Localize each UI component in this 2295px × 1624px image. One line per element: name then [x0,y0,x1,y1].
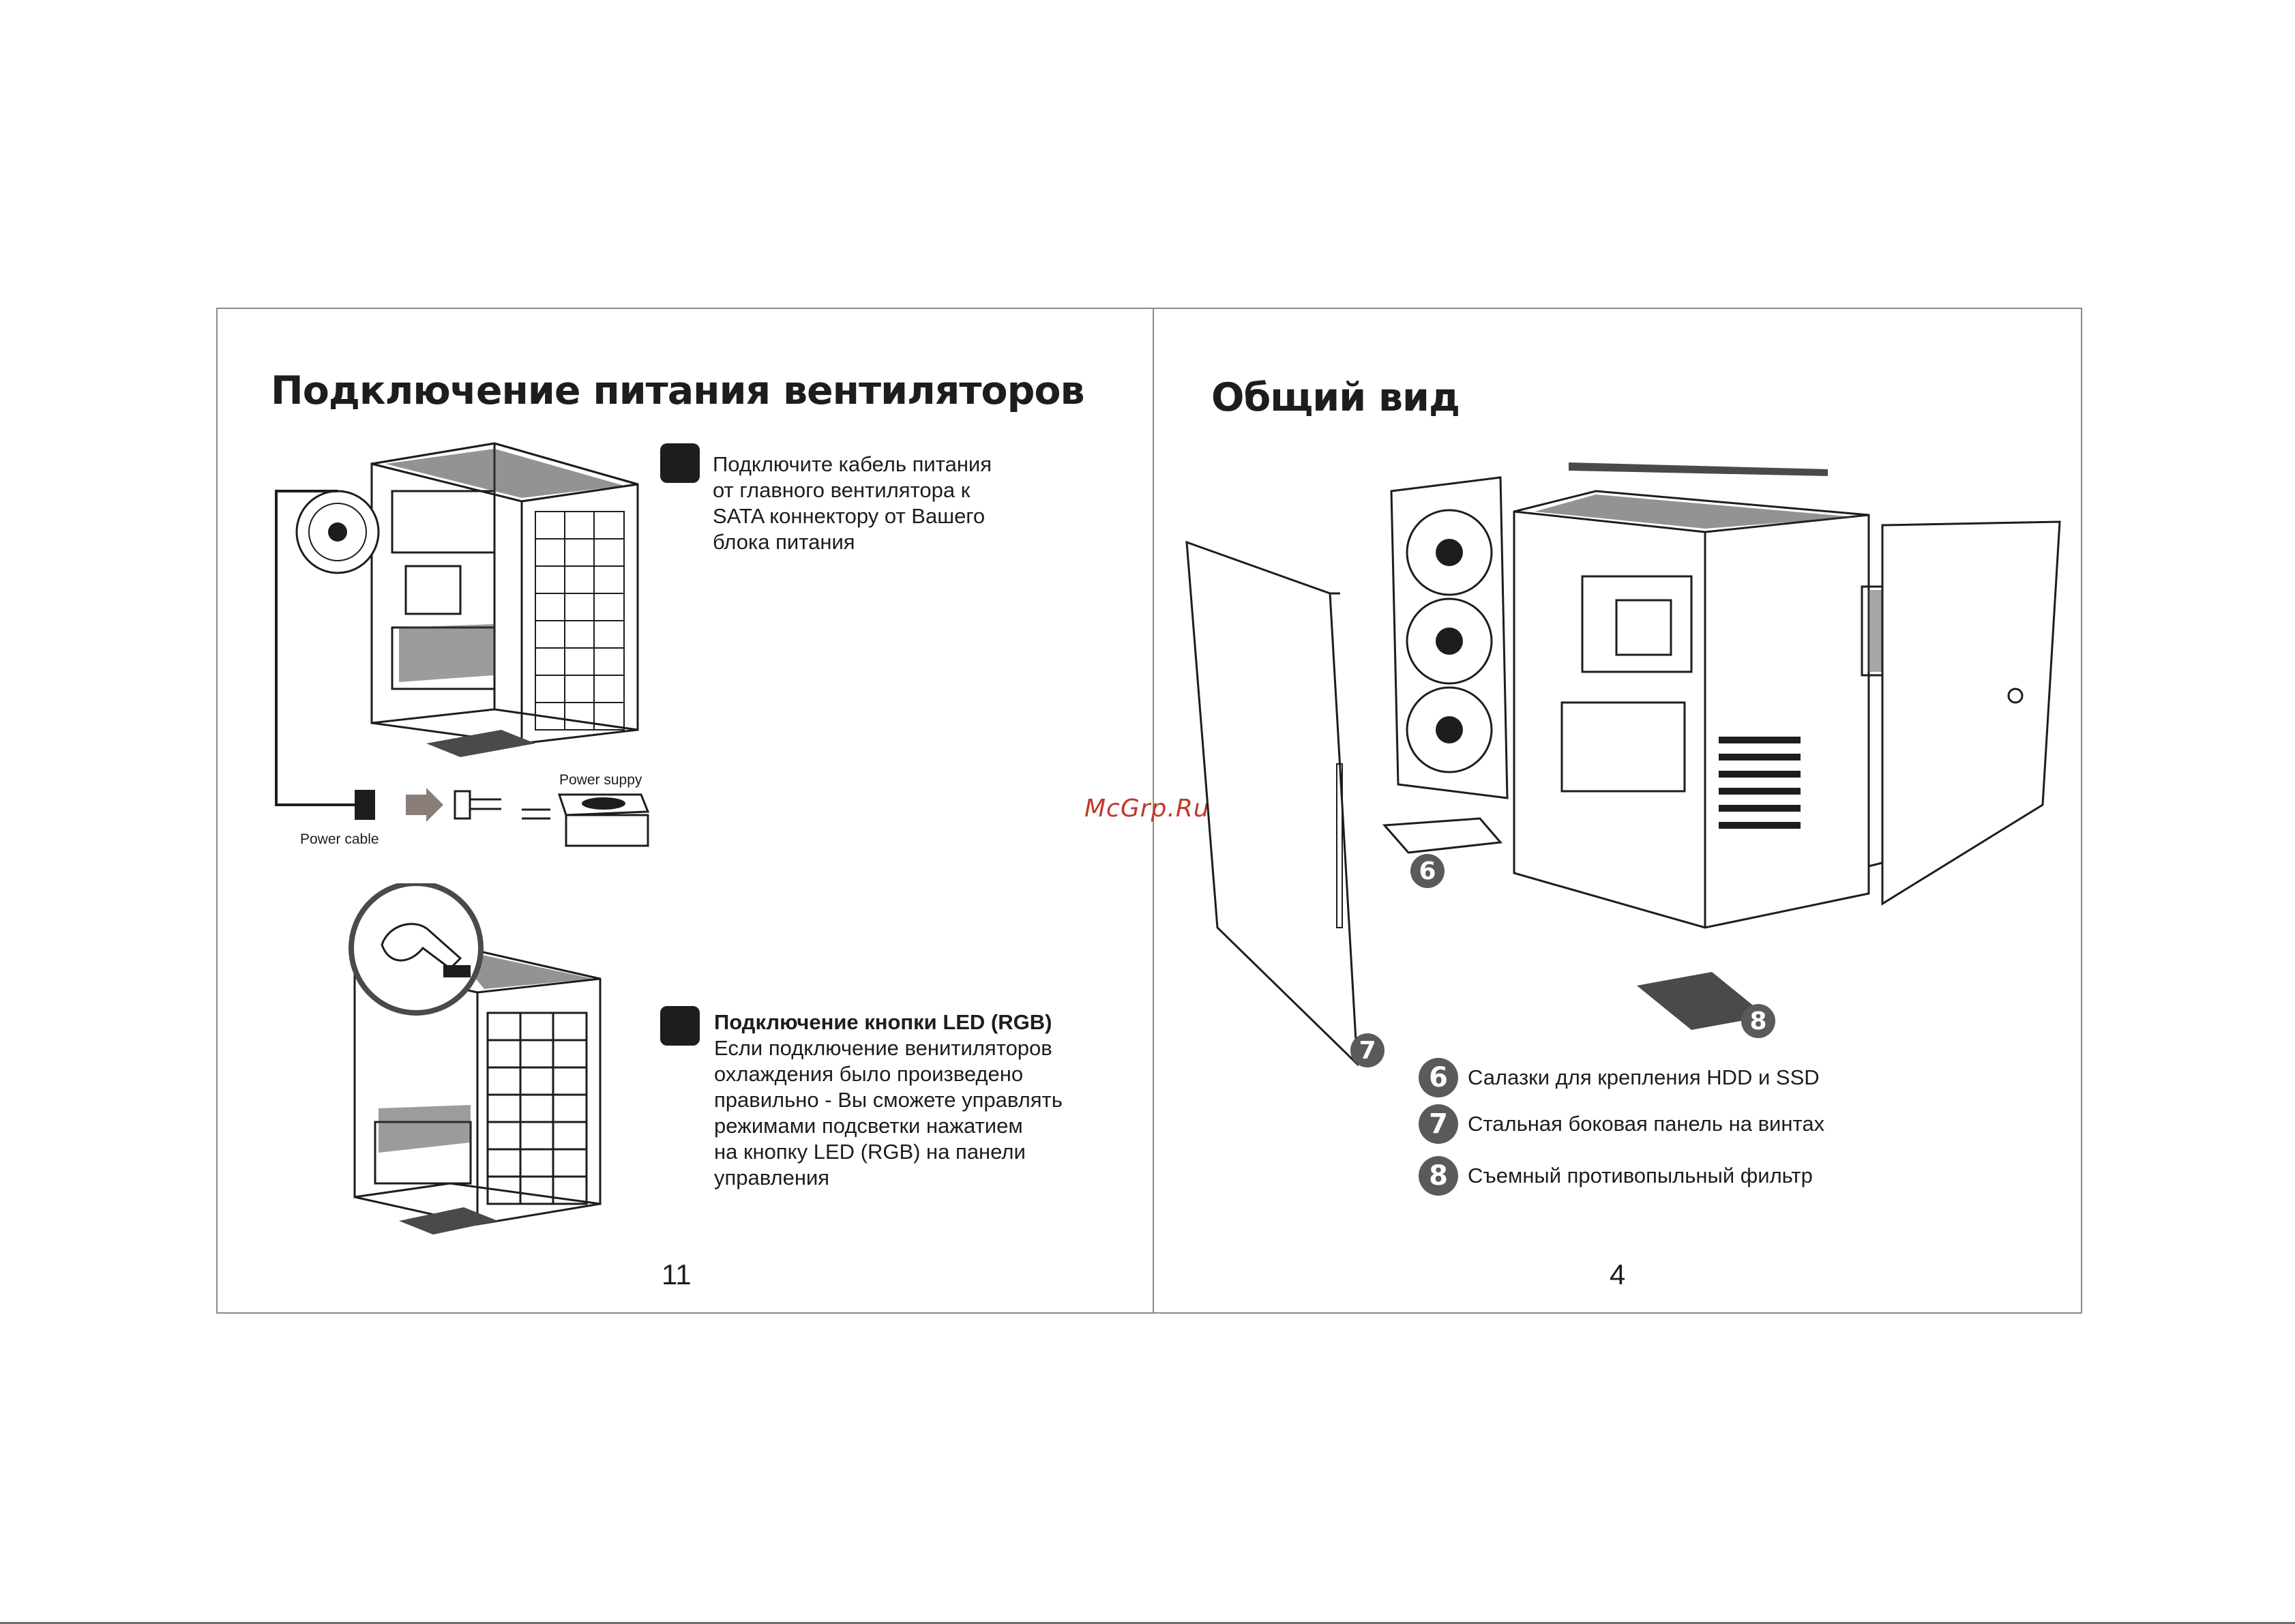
step2-text: Подключение кнопки LED (RGB) Если подклю… [714,1009,1063,1191]
right-page-title: Общий вид [1211,375,1460,420]
power-supply-label: Power suppy [559,772,642,788]
legend-item: 8 Съемный противопыльный фильтр [1419,1155,1813,1196]
legend-item: 7 Стальная боковая панель на винтах [1419,1104,1824,1145]
step1-text: Подключите кабель питания от главного ве… [713,452,992,555]
step2-line: правильно - Вы сможете управлять [714,1088,1063,1112]
led-button-figure [349,883,602,1235]
step2-line: режимами подсветки нажатием [714,1114,1023,1138]
callout-6: 6 [1410,854,1445,888]
watermark: McGrp.Ru [1084,795,1210,823]
right-page-number: 4 [1610,1258,1626,1290]
bottom-rule [0,1622,2295,1624]
step2-line: управления [714,1166,830,1190]
legend-item: 6 Салазки для крепления HDD и SSD [1419,1057,1820,1098]
legend-text: Салазки для крепления HDD и SSD [1468,1065,1820,1089]
callout-7: 7 [1350,1033,1385,1067]
page-spread [216,308,2082,1314]
legend-number: 8 [1419,1156,1458,1196]
step1-line: блока питания [713,530,855,554]
legend-text: Стальная боковая панель на винтах [1468,1112,1825,1136]
legend-number: 6 [1419,1058,1458,1097]
step1-marker [660,443,700,483]
page-divider [1153,308,1154,1314]
callout-8: 8 [1741,1004,1775,1038]
fan-power-connection-figure: Power suppy Power cable [275,442,650,847]
step1-line: Подключите кабель питания [713,452,992,476]
step2-line: Если подключение венитиляторов [714,1036,1052,1060]
left-page-number: 11 [662,1258,692,1290]
case-exploded-view [1185,462,2061,1067]
step2-marker [660,1006,700,1046]
power-cable-label: Power cable [300,831,379,847]
step1-line: от главного вентилятора к [713,478,971,502]
left-page-title: Подключение питания вентиляторов [271,368,1085,413]
step2-line: охлаждения было произведено [714,1062,1024,1086]
legend-number: 7 [1419,1104,1458,1144]
step1-line: SATA коннектору от Вашего [713,504,986,528]
legend-text: Съемный противопыльный фильтр [1468,1164,1813,1187]
step2-line: на кнопку LED (RGB) на панели [714,1140,1026,1164]
step2-heading: Подключение кнопки LED (RGB) [714,1010,1052,1034]
